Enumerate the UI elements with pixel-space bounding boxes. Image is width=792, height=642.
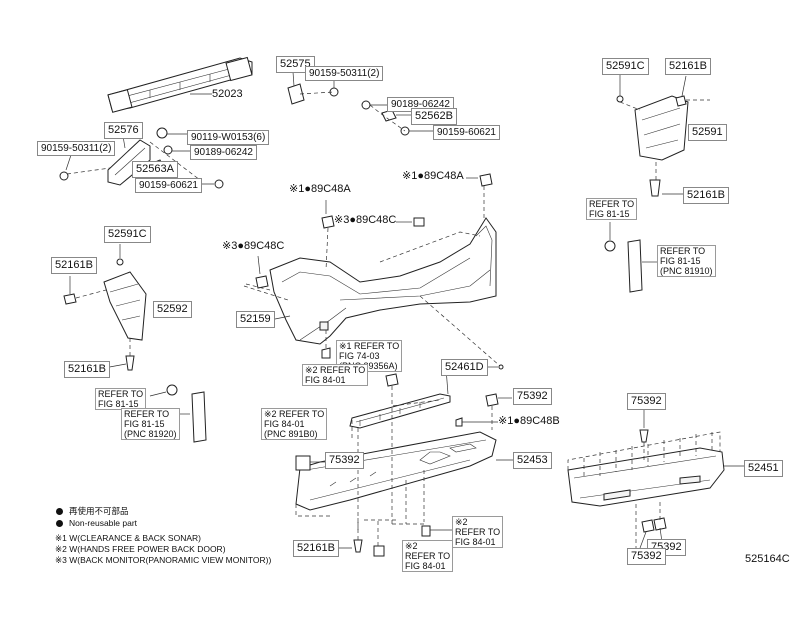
legend-note-3: ※3 W(BACK MONITOR(PANORAMIC VIEW MONITOR… — [55, 555, 272, 565]
label-52023: 52023 — [212, 88, 243, 100]
label-52161B-right-top: 52161B — [665, 58, 711, 75]
label-52453: 52453 — [513, 452, 552, 469]
refer-fig-84-01-a[interactable]: ※2 REFER TO FIG 84-01 — [302, 364, 369, 386]
refer-text: ※2 REFER TO FIG 84-01 (PNC 891B0) — [261, 408, 328, 440]
label-52461D: 52461D — [441, 359, 488, 376]
bracket-52576 — [107, 139, 151, 186]
refer-fig-81-15-pnc81920[interactable]: REFER TO FIG 81-15 (PNC 81920) — [121, 408, 180, 440]
label-89C48A-right: ※1●89C48A — [402, 170, 464, 182]
label-52592: 52592 — [153, 301, 192, 318]
label-52563A: 52563A — [132, 161, 178, 178]
refer-fig-81-15-left[interactable]: REFER TO FIG 81-15 — [95, 388, 147, 410]
refer-text: REFER TO FIG 81-15 (PNC 81920) — [121, 408, 180, 440]
legend-note-1: ※1 W(CLEARANCE & BACK SONAR) — [55, 533, 201, 543]
label-75392-c: 75392 — [627, 393, 666, 410]
label-52161B-bottom: 52161B — [293, 540, 339, 557]
legend-text: 再使用不可部品 — [69, 506, 129, 516]
legend-non-reusable-en: Non-reusable part — [56, 518, 137, 528]
reinforcement-52023 — [107, 56, 253, 113]
refer-fig-84-01-c[interactable]: ※2 REFER TO FIG 84-01 — [452, 516, 504, 548]
step-pad-52451 — [567, 447, 725, 507]
label-89C48B: ※1●89C48B — [498, 415, 560, 427]
label-52591: 52591 — [688, 124, 727, 141]
legend-note-2: ※2 W(HANDS FREE POWER BACK DOOR) — [55, 544, 226, 554]
bumper-cover-52159 — [269, 217, 497, 345]
refer-fig-81-15-right[interactable]: REFER TO FIG 81-15 — [586, 198, 638, 220]
label-52575: 52575 — [276, 56, 315, 73]
label-52161B-left-bottom: 52161B — [64, 361, 110, 378]
refer-fig-84-01-d[interactable]: ※2 REFER TO FIG 84-01 — [402, 540, 454, 572]
label-90189-06242-left: 90189-06242 — [190, 145, 257, 160]
label-90119-W0153: 90119-W0153(6) — [187, 130, 270, 145]
label-90159-60621-right: 90159-60621 — [433, 125, 500, 140]
refer-fig-84-01-pnc891B0[interactable]: ※2 REFER TO FIG 84-01 (PNC 891B0) — [261, 408, 328, 440]
label-52562B: 52562B — [411, 108, 457, 125]
label-52591C-left: 52591C — [104, 226, 151, 243]
non-reusable-dot-icon — [56, 508, 63, 515]
label-75392-b: 75392 — [325, 452, 364, 469]
refer-text: REFER TO FIG 81-15 — [586, 198, 638, 220]
legend-non-reusable-jp: 再使用不可部品 — [56, 506, 129, 516]
diagram-id: 525164C — [745, 553, 790, 565]
label-89C48C-left: ※3●89C48C — [222, 240, 285, 252]
refer-fig-81-15-pnc81910[interactable]: REFER TO FIG 81-15 (PNC 81910) — [657, 245, 716, 277]
label-89C48C-center: ※3●89C48C — [334, 214, 397, 226]
label-90159-50311-left: 90159-50311(2) — [37, 141, 116, 156]
refer-text: ※2 REFER TO FIG 84-01 — [452, 516, 504, 548]
label-52576: 52576 — [104, 122, 143, 139]
label-90159-60621-left: 90159-60621 — [135, 178, 202, 193]
moulding-52461D — [349, 393, 451, 429]
bracket-52591 — [634, 95, 689, 161]
legend-text: Non-reusable part — [69, 518, 138, 528]
refer-text: REFER TO FIG 81-15 — [95, 388, 147, 410]
label-52159: 52159 — [236, 311, 275, 328]
label-52161B-left-top: 52161B — [51, 257, 97, 274]
label-52161B-right-bottom: 52161B — [683, 187, 729, 204]
label-75392-a: 75392 — [513, 388, 552, 405]
refer-text: ※2 REFER TO FIG 84-01 — [302, 364, 369, 386]
refer-text: REFER TO FIG 81-15 (PNC 81910) — [657, 245, 716, 277]
non-reusable-dot-icon — [56, 520, 63, 527]
refer-text: ※2 REFER TO FIG 84-01 — [402, 540, 454, 572]
label-52451: 52451 — [744, 460, 783, 477]
label-75392-e: 75392 — [627, 548, 666, 565]
bracket-52592 — [103, 271, 147, 341]
lower-garnish-52453 — [295, 431, 497, 511]
label-52591C-right: 52591C — [602, 58, 649, 75]
label-90159-50311-top: 90159-50311(2) — [305, 66, 384, 81]
label-89C48A-left: ※1●89C48A — [289, 183, 351, 195]
